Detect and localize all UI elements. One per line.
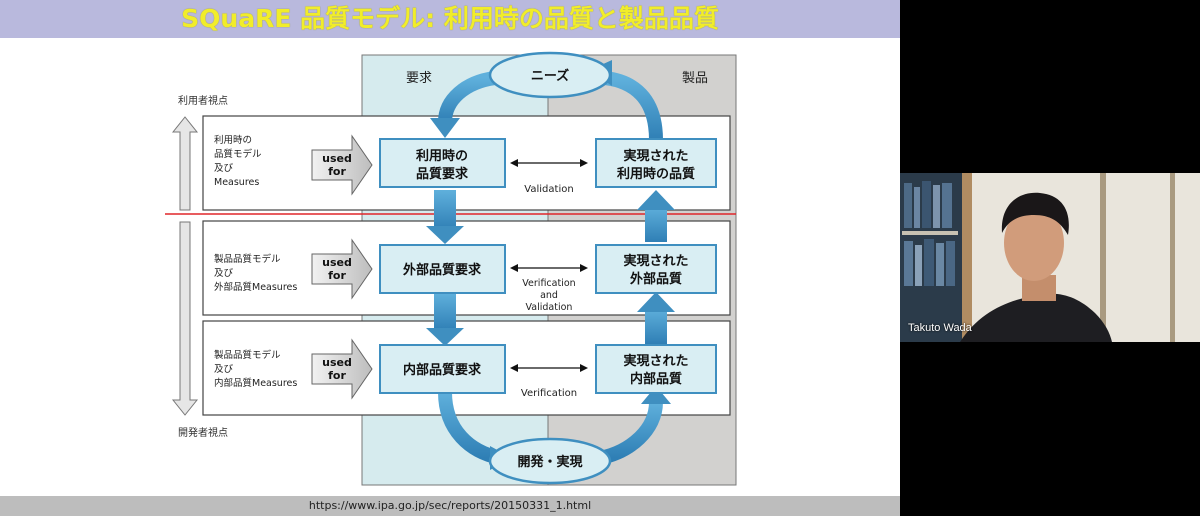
source-url: https://www.ipa.go.jp/sec/reports/201503… — [308, 499, 592, 512]
requirement-box — [379, 138, 506, 188]
used-for-label-line2: for — [328, 165, 346, 178]
realized-line1: 実現された — [623, 353, 688, 369]
row1-model-label-line4: Measures — [214, 177, 259, 188]
requirement-line2: 品質要求 — [416, 166, 469, 182]
relation-label-line1: Verification — [521, 388, 577, 399]
needs-ellipse — [488, 51, 612, 99]
wooden-post — [962, 173, 972, 342]
requirement-line1: 内部品質要求 — [403, 362, 482, 378]
relation-arrowhead-left — [510, 364, 518, 372]
used-for-arrow-icon — [311, 338, 373, 400]
used-for-label-line2: for — [328, 369, 346, 382]
row3-model-label-line2: 及び — [214, 364, 234, 375]
dev-impl-ellipse — [488, 437, 612, 485]
realized-line2: 利用時の品質 — [617, 166, 695, 182]
used-for-label-line1: used — [322, 152, 352, 165]
used-for-arrow-icon — [311, 238, 373, 300]
row2-model-label-line1: 製品品質モデル — [214, 253, 281, 265]
relation-arrowhead-left — [510, 264, 518, 272]
row3-model-label-line1: 製品品質モデル — [214, 349, 281, 361]
relation-arrowhead-right — [580, 159, 588, 167]
flow-down-arrow-1 — [426, 226, 464, 244]
requirement-line1: 利用時の — [416, 148, 468, 164]
flow-shaft-3 — [645, 206, 667, 242]
requirements-column-label: 要求 — [406, 71, 432, 86]
used-for-label-line2: for — [328, 269, 346, 282]
flow-down-arrow-2 — [426, 328, 464, 346]
participant-name: Takuto Wada — [908, 322, 972, 334]
flow-shaft-4 — [645, 308, 667, 344]
realized-line2: 内部品質 — [630, 371, 682, 387]
row-external-quality: 製品品質モデル 及び 外部品質Measures used for 外部品質要求 … — [214, 238, 717, 313]
flow-shaft-2 — [434, 293, 456, 331]
row2-model-label-line3: 外部品質Measures — [214, 281, 297, 293]
slide-footer: https://www.ipa.go.jp/sec/reports/201503… — [0, 496, 900, 516]
relation-arrowhead-right — [580, 264, 588, 272]
square-quality-diagram: 要求 製品 ニーズ 開発・実現 利用者視点 開発者視点 — [165, 51, 737, 486]
person-torso — [960, 293, 1112, 342]
dev-impl-label: 開発・実現 — [517, 454, 582, 470]
requirement-box — [379, 244, 506, 294]
slide-title: SQuaRE 品質モデル: 利用時の品質と製品品質 — [181, 4, 719, 33]
realized-line1: 実現された — [623, 148, 688, 164]
relation-label-line1: Validation — [524, 184, 573, 195]
used-for-label-line1: used — [322, 256, 352, 269]
person-face — [1004, 205, 1064, 281]
row1-model-label-line2: 品質モデル — [214, 148, 262, 160]
participant-video-tile[interactable]: Takuto Wada — [900, 173, 1200, 342]
person-hair — [1001, 192, 1069, 235]
flow-up-arrow-1 — [637, 190, 675, 210]
requirement-box — [379, 344, 506, 394]
presentation-slide: SQuaRE 品質モデル: 利用時の品質と製品品質 要求 製品 — [0, 0, 900, 516]
used-for-label-line1: used — [322, 356, 352, 369]
row3-model-label-line3: 内部品質Measures — [214, 377, 297, 389]
product-column-label: 製品 — [682, 71, 708, 86]
relation-label-line3: Validation — [526, 302, 573, 313]
flow-up-arrow-2 — [637, 292, 675, 312]
flow-shaft-1 — [434, 190, 456, 230]
dev-return-arrowhead — [641, 386, 671, 404]
user-view-label: 利用者視点 — [178, 94, 228, 107]
realized-line2: 外部品質 — [629, 271, 682, 287]
realized-box — [595, 138, 717, 188]
needs-to-requirement-curve — [438, 71, 497, 123]
dev-view-label: 開発者視点 — [178, 426, 228, 439]
realized-box — [595, 244, 717, 294]
relation-label-line1: Verification — [522, 278, 575, 289]
row2-model-label-line2: 及び — [214, 268, 234, 279]
realized-box — [595, 344, 717, 394]
requirement-line1: 外部品質要求 — [402, 262, 482, 278]
webcam-feed — [900, 173, 1200, 342]
row-quality-in-use: 利用時の 品質モデル 及び Measures used for 利用時の 品質要… — [214, 134, 717, 196]
realized-line1: 実現された — [623, 253, 688, 269]
relation-arrowhead-left — [510, 159, 518, 167]
row1-model-label-line3: 及び — [214, 163, 234, 174]
user-view-arrow — [171, 116, 199, 211]
used-for-arrow-icon — [311, 134, 373, 196]
relation-arrowhead-right — [580, 364, 588, 372]
slide-title-bar: SQuaRE 品質モデル: 利用時の品質と製品品質 — [0, 0, 900, 38]
relation-label-line2: and — [540, 290, 558, 301]
needs-label: ニーズ — [531, 68, 569, 84]
row1-model-label-line1: 利用時の — [214, 134, 252, 146]
needs-arrowhead — [430, 118, 460, 138]
dev-view-arrow — [171, 221, 199, 416]
row-internal-quality: 製品品質モデル 及び 内部品質Measures used for 内部品質要求 … — [214, 338, 717, 400]
realized-to-needs-curve — [603, 71, 663, 141]
